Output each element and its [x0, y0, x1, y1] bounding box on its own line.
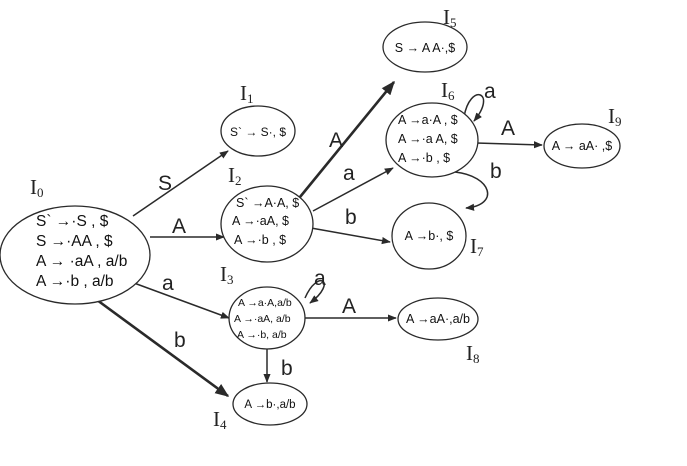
- item-i6-2: A →·a A, $: [398, 132, 458, 146]
- transition-labels: S A a b A a b a A b a A b: [158, 80, 515, 380]
- label-i3-i3: a: [314, 267, 326, 290]
- label-i3-i8: A: [342, 295, 356, 318]
- state-label-i5: I5: [443, 5, 457, 30]
- label-i3-i4: b: [281, 357, 293, 380]
- state-label-i7: I7: [470, 234, 484, 259]
- edge-i6-i6-loop: [463, 93, 485, 122]
- item-i1-1: S` → S·, $: [230, 125, 286, 139]
- edge-i6-i9: [475, 141, 543, 149]
- label-i6-i7: b: [490, 160, 502, 183]
- state-i1: S` → S·, $ I1: [220, 81, 296, 157]
- edge-i0-i1: [132, 150, 229, 217]
- item-i7-1: A →b·, $: [405, 229, 454, 243]
- edge-i2-i5: [298, 80, 396, 198]
- edge-i3-i3-loop: [304, 280, 325, 304]
- label-i0-i1: S: [158, 172, 172, 195]
- label-i2-i6: a: [343, 162, 355, 185]
- state-label-i6: I6: [441, 78, 455, 103]
- edge-i2-i7: [310, 227, 391, 245]
- label-i6-i6: a: [484, 80, 496, 103]
- item-i5-1: S → A A·,$: [395, 41, 455, 55]
- item-i0-3: A → ·aA , a/b: [36, 253, 127, 270]
- state-i2: S` →A·A, $ A →·aA, $ A →·b , $ I2: [220, 163, 314, 263]
- state-i7: A →b·, $ I7: [391, 202, 484, 270]
- item-i2-1: S` →A·A, $: [236, 196, 299, 210]
- edge-i6-i7: [454, 171, 489, 211]
- state-i3: A →a·A,a/b A →·aA, a/b A →·b, a/b I3: [220, 262, 306, 350]
- transition-edges: [96, 80, 543, 398]
- edge-i2-i6: [312, 167, 394, 212]
- item-i0-2: S →·AA , $: [36, 233, 113, 250]
- edge-i0-i4: [96, 298, 230, 398]
- state-i5: S → A A·,$ I5: [382, 5, 468, 73]
- item-i6-1: A →a·A , $: [398, 113, 458, 127]
- state-i0: S` →·S , $ S →·AA , $ A → ·aA , a/b A →·…: [0, 175, 151, 305]
- label-i0-i2: A: [172, 215, 186, 238]
- item-i6-3: A →·b , $: [398, 151, 450, 165]
- state-label-i3: I3: [220, 262, 234, 287]
- state-label-i9: I9: [608, 104, 622, 129]
- state-label-i0: I0: [30, 175, 44, 200]
- state-i4: A →b·,a/b I4: [213, 382, 308, 432]
- item-i4-1: A →b·,a/b: [244, 399, 295, 411]
- state-i8: A →aA·,a/b I8: [397, 297, 480, 366]
- item-i3-1: A →a·A,a/b: [238, 297, 292, 309]
- label-i2-i7: b: [345, 206, 357, 229]
- state-label-i1: I1: [240, 81, 254, 106]
- item-i9-1: A → aA· ,$: [552, 139, 612, 153]
- item-i3-3: A →·b, a/b: [237, 329, 287, 341]
- item-i0-1: S` →·S , $: [36, 213, 109, 230]
- item-i0-4: A →·b , a/b: [36, 273, 114, 290]
- item-i3-2: A →·aA, a/b: [234, 313, 291, 325]
- item-i8-1: A →aA·,a/b: [406, 312, 470, 326]
- label-i6-i9: A: [501, 117, 515, 140]
- state-label-i4: I4: [213, 407, 227, 432]
- label-i2-i5: A: [329, 129, 343, 152]
- edge-i0-i3: [133, 282, 230, 319]
- state-i6: A →a·A , $ A →·a A, $ A →·b , $ I6: [385, 78, 479, 178]
- state-label-i8: I8: [466, 341, 480, 366]
- state-i9: A → aA· ,$ I9: [543, 104, 622, 169]
- item-i2-3: A →·b , $: [234, 233, 286, 247]
- label-i0-i3: a: [162, 272, 174, 295]
- item-i2-2: A →·aA, $: [232, 214, 289, 228]
- label-i0-i4: b: [174, 329, 186, 352]
- state-label-i2: I2: [228, 163, 242, 188]
